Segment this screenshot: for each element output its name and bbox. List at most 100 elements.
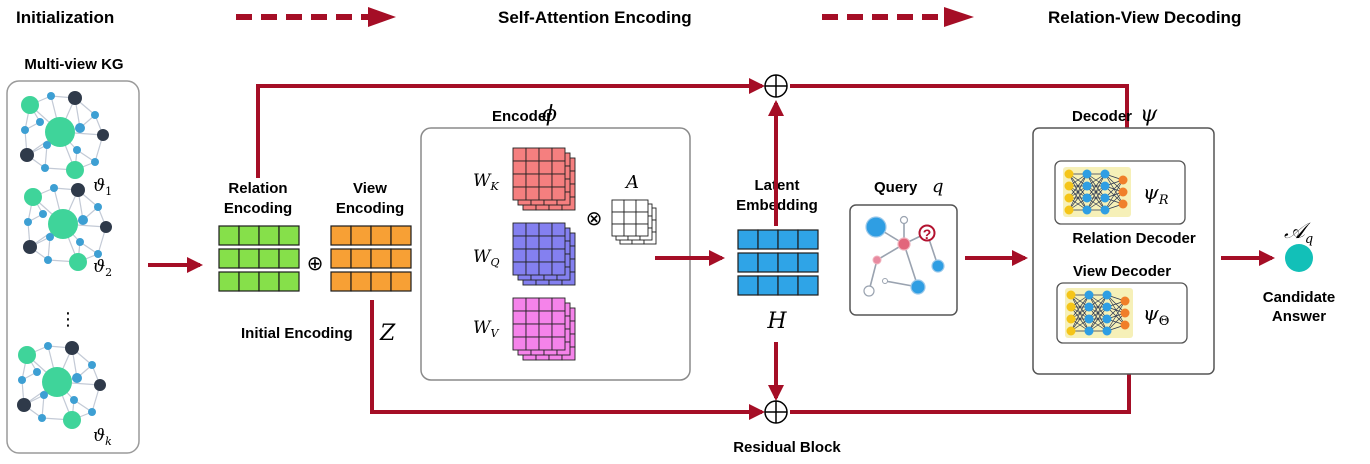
kg-node: [44, 342, 52, 350]
wk-matrix-cell: [538, 147, 553, 162]
residual-path: [370, 300, 1137, 420]
nn-edge: [1106, 300, 1126, 332]
kg-node: [23, 240, 37, 254]
view-encoding-cell: [370, 271, 392, 292]
nn-neuron: [1082, 181, 1092, 191]
latent-symbol: H: [766, 309, 787, 334]
wk-matrix-cell: [551, 147, 566, 162]
kg-view-label-1: ϑ1: [93, 176, 112, 198]
initial-encoding-label: Initial Encoding: [241, 325, 353, 342]
nn-neuron: [1102, 302, 1112, 312]
kg-node: [94, 203, 102, 211]
relation-decoder-network-icon: [1063, 167, 1131, 217]
kg-node: [24, 218, 32, 226]
nn-neuron: [1120, 308, 1130, 318]
kg-node: [40, 391, 48, 399]
latent-embedding-grid: [737, 229, 819, 296]
wq-matrix-cell: [538, 248, 553, 263]
kg-node: [78, 215, 88, 225]
wq-matrix-cell: [512, 261, 527, 276]
encoder-title: Encoder: [492, 108, 552, 125]
nn-edge: [1070, 294, 1090, 320]
wk-matrix-cell: [512, 186, 527, 201]
wv-label: WV: [473, 318, 499, 340]
view-encoding-cell: [390, 271, 412, 292]
nn-neuron: [1100, 181, 1110, 191]
view-encoding-cell: [390, 225, 412, 246]
kg-view-label-k: ϑk: [93, 426, 112, 448]
kg-node: [68, 91, 82, 105]
kg-node: [76, 238, 84, 246]
nn-edge: [1070, 294, 1090, 332]
nn-edge: [1086, 173, 1106, 211]
product-symbol: ⊗: [586, 206, 603, 230]
relation-encoding-cell: [238, 248, 260, 269]
wv-matrix-cell: [525, 297, 540, 312]
wq-matrix-cell: [551, 235, 566, 250]
attention-matrix-stack: [611, 199, 657, 245]
nn-neuron: [1102, 314, 1112, 324]
wk-matrix-cell: [525, 160, 540, 175]
view-encoding-cell: [350, 271, 372, 292]
nn-background: [1065, 288, 1133, 338]
view-encoding-cell: [350, 225, 372, 246]
answer-line1: Candidate: [1263, 289, 1336, 306]
wq-matrix-cell: [525, 248, 540, 263]
nn-neuron: [1064, 169, 1074, 179]
nn-edge: [1088, 294, 1108, 320]
wk-matrix-cell: [551, 173, 566, 188]
wk-matrix-stack: [512, 147, 576, 211]
kg-node: [91, 111, 99, 119]
answer-line2: Answer: [1272, 308, 1326, 325]
relation-encoding-cell: [238, 225, 260, 246]
attention-matrix-cell: [623, 223, 637, 237]
view-encoding-cell: [330, 248, 352, 269]
kg-node: [63, 411, 81, 429]
kg-node: [43, 141, 51, 149]
kg-node: [45, 117, 75, 147]
residual-oplus: [764, 400, 788, 424]
latent-embedding-cell: [737, 229, 759, 250]
nn-edge: [1070, 306, 1090, 332]
top-oplus: [764, 74, 788, 98]
nn-neuron: [1064, 193, 1074, 203]
kg-node: [17, 398, 31, 412]
nn-edge: [1068, 185, 1088, 211]
wk-matrix-cell: [551, 186, 566, 201]
wk-matrix-cell: [538, 173, 553, 188]
view-encoding-cell: [350, 248, 372, 269]
wv-matrix-cell: [512, 336, 527, 351]
wk-matrix-cell: [538, 186, 553, 201]
view-encoding-line1: View: [353, 180, 387, 197]
wq-matrix-cell: [538, 235, 553, 250]
relation-encoding-line2: Encoding: [224, 200, 292, 217]
kg-node: [44, 256, 52, 264]
nn-background: [1063, 167, 1131, 217]
wv-matrix-cell: [512, 323, 527, 338]
kg-graphs: [17, 91, 112, 429]
nn-edge: [1068, 173, 1088, 199]
decoder-title: Decoder: [1072, 108, 1132, 125]
wv-matrix-cell: [538, 297, 553, 312]
nn-neuron: [1066, 290, 1076, 300]
nn-neuron: [1084, 326, 1094, 336]
wv-matrix-cell: [512, 297, 527, 312]
wv-matrix-cell: [551, 297, 566, 312]
wv-matrix-cell: [538, 323, 553, 338]
wq-matrix-cell: [538, 261, 553, 276]
kg-node: [65, 341, 79, 355]
relation-encoding-grid: [218, 225, 300, 292]
nn-neuron: [1120, 296, 1130, 306]
concat-symbol: ⊕: [307, 251, 324, 275]
kg-node: [48, 209, 78, 239]
nn-neuron: [1102, 290, 1112, 300]
wk-matrix-cell: [538, 160, 553, 175]
stage-relation-view-decoding: Relation-View Decoding: [1048, 8, 1241, 27]
kg-node: [18, 376, 26, 384]
stage-initialization: Initialization: [16, 8, 114, 27]
stage-self-attention: Self-Attention Encoding: [498, 8, 692, 27]
wk-matrix-cell: [525, 186, 540, 201]
kg-node: [94, 379, 106, 391]
nn-neuron: [1066, 302, 1076, 312]
